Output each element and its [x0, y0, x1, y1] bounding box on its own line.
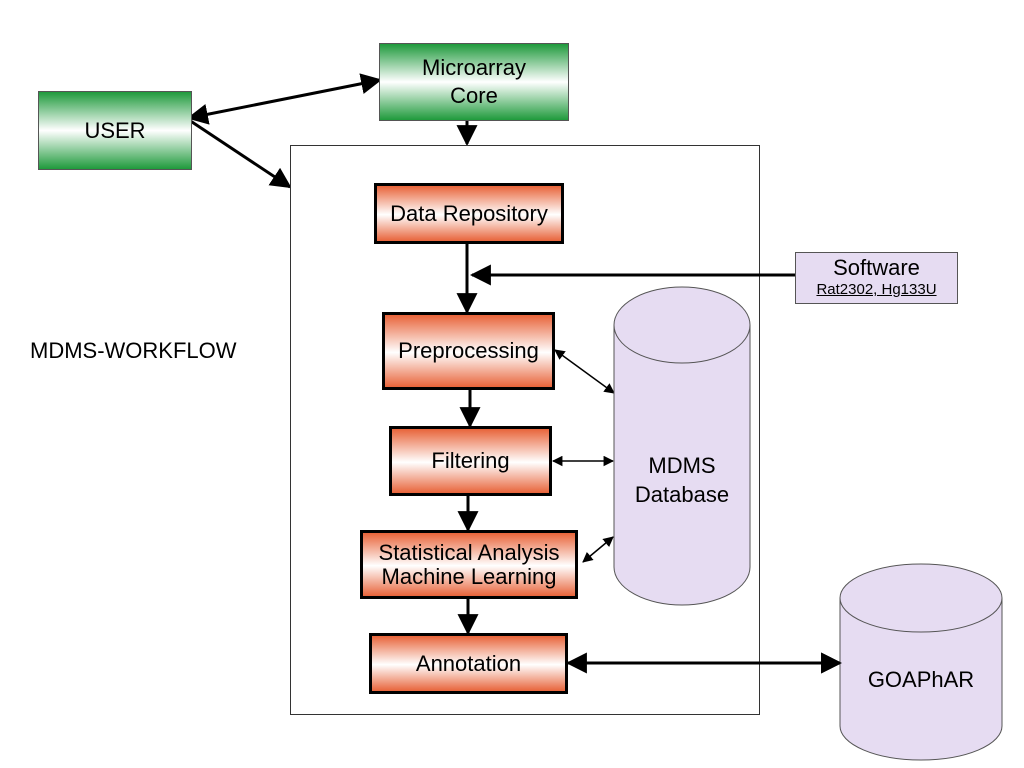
- goaphar-label: GOAPhAR: [867, 667, 975, 692]
- goaphar-cylinder: [839, 563, 1003, 761]
- mdms-database-cylinder-inner: [613, 286, 751, 606]
- microarray-core-label: Microarray Core: [422, 55, 526, 108]
- annotation-box[interactable]: Annotation: [369, 633, 568, 694]
- statistical-analysis-box[interactable]: Statistical Analysis Machine Learning: [360, 530, 578, 599]
- filtering-label: Filtering: [431, 448, 510, 473]
- software-box[interactable]: Software Rat2302, Hg133U: [795, 252, 958, 304]
- statistical-analysis-label: Statistical Analysis Machine Learning: [378, 539, 560, 589]
- user-to-workflow-arrow: [188, 118, 292, 189]
- data-repository-box[interactable]: Data Repository: [374, 183, 564, 244]
- preprocessing-database-link-inner: [554, 349, 615, 394]
- software-title: Software: [833, 255, 920, 280]
- annotation-label: Annotation: [415, 650, 522, 676]
- user-to-core-arrow: [186, 73, 383, 125]
- data-repository-label: Data Repository: [390, 200, 548, 226]
- preprocessing-box[interactable]: Preprocessing: [382, 312, 555, 390]
- filtering-box[interactable]: Filtering: [389, 426, 552, 496]
- workflow-label: MDMS-WORKFLOW: [30, 338, 237, 363]
- software-versions: Rat2302, Hg133U: [816, 281, 937, 298]
- statistical-database-link-inner: [582, 536, 614, 563]
- mdms-database-label: MDMS Database: [634, 453, 730, 507]
- microarray-core-box[interactable]: Microarray Core: [379, 43, 569, 121]
- user-box[interactable]: USER: [38, 91, 192, 170]
- preprocessing-label: Preprocessing: [398, 338, 539, 363]
- user-label: USER: [84, 117, 146, 143]
